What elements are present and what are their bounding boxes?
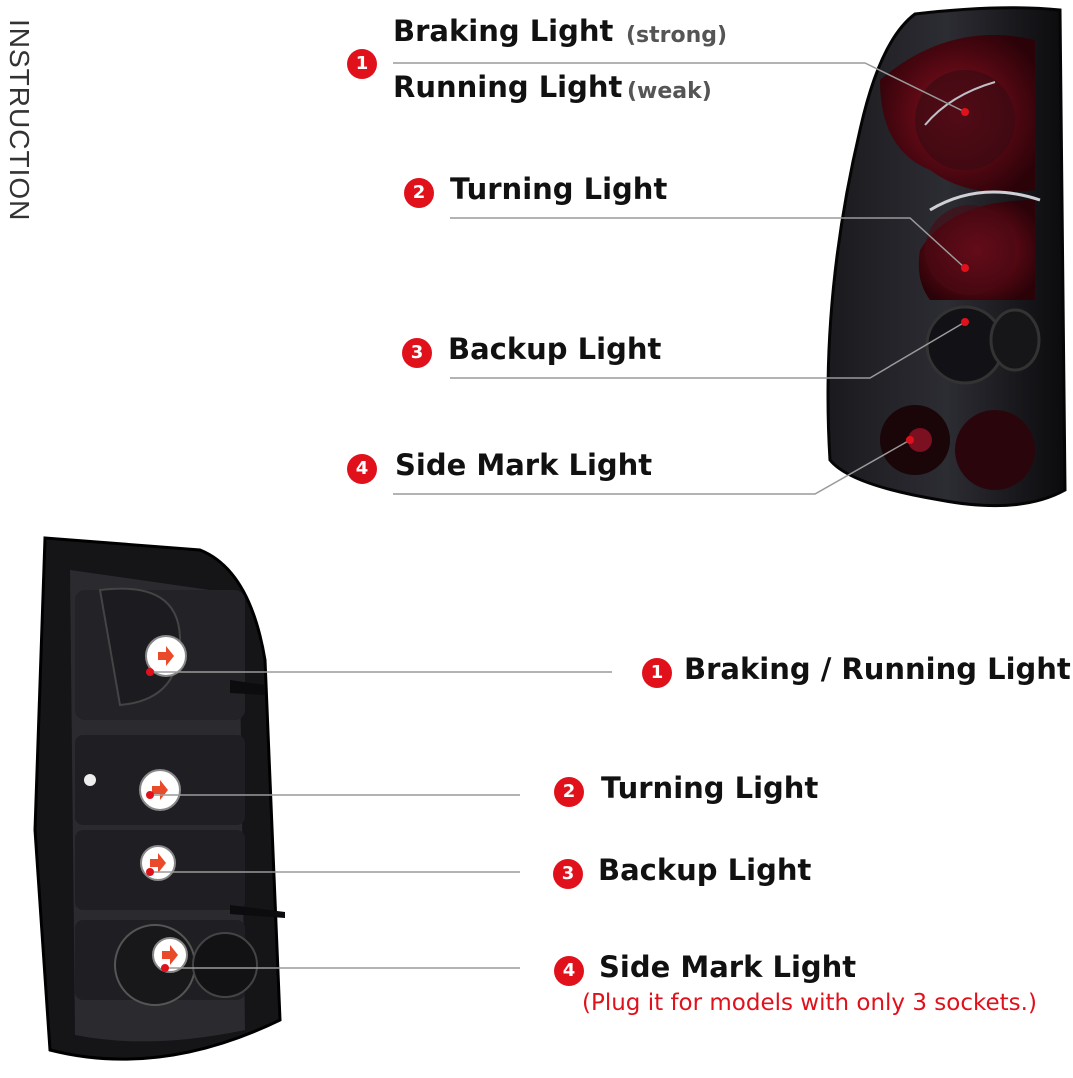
label-backup-light: Backup Light bbox=[448, 332, 662, 366]
label-side-mark-light: Side Mark Light bbox=[395, 448, 653, 482]
label-side-mark-light-back: Side Mark Light bbox=[599, 950, 857, 984]
badge-1: 1 bbox=[347, 49, 377, 79]
badge-4-back: 4 bbox=[554, 956, 584, 986]
badge-2-back: 2 bbox=[554, 777, 584, 807]
badge-3: 3 bbox=[402, 338, 432, 368]
tail-light-back-image bbox=[33, 536, 285, 1061]
label-running-light: Running Light bbox=[393, 70, 623, 104]
label-braking-running-light: Braking / Running Light bbox=[684, 652, 1071, 686]
socket-note: (Plug it for models with only 3 sockets.… bbox=[582, 990, 1037, 1016]
tail-light-front-image bbox=[826, 6, 1067, 508]
label-turning-light-back: Turning Light bbox=[601, 771, 819, 805]
qualifier-weak: (weak) bbox=[627, 79, 712, 104]
badge-1-back: 1 bbox=[642, 658, 672, 688]
qualifier-strong: (strong) bbox=[626, 23, 728, 48]
badge-3-back: 3 bbox=[553, 859, 583, 889]
badge-4: 4 bbox=[347, 454, 377, 484]
label-turning-light: Turning Light bbox=[450, 172, 668, 206]
badge-2: 2 bbox=[404, 178, 434, 208]
label-braking-light: Braking Light bbox=[393, 14, 614, 48]
label-backup-light-back: Backup Light bbox=[598, 853, 812, 887]
